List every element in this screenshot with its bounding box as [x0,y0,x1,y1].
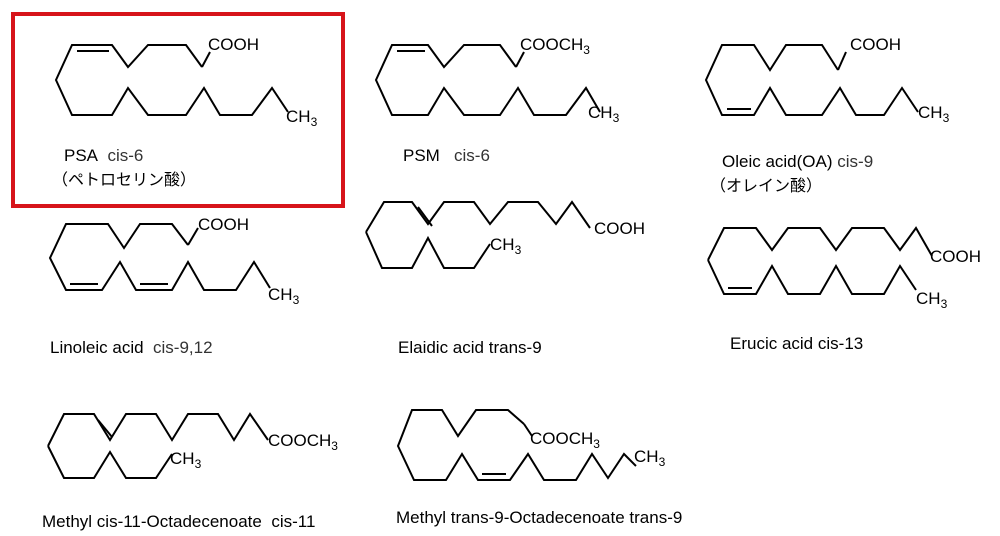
compound-name: Elaidic acid [398,338,484,357]
caption-methyl-cis11: Methyl cis-11-Octadecenoate cis-11 [42,512,315,532]
compound-name: Methyl cis-11-Octadecenoate [42,512,262,531]
carbon-chain-oa [704,44,919,116]
structure-methyl-cis11: COOCH3 CH3 [47,412,338,479]
compound-name: PSA [64,146,99,165]
compound-name: Methyl trans-9-Octadecenoate [396,508,625,527]
structure-psm: COOCH3 CH3 [374,35,620,125]
methyl-group-methyl-cis11: CH3 [170,449,202,471]
compound-name: Oleic acid(OA) [722,152,833,171]
structure-methyl-trans9: COOCH3 CH3 [396,409,666,481]
carbon-chain-linoleic [48,223,271,291]
methyl-group-elaidic: CH3 [490,235,522,257]
functional-group-methyl-cis11: COOCH3 [268,431,338,453]
double-bond-elaidic [417,206,433,227]
methyl-group-oa: CH3 [918,103,950,125]
isomer-label: cis-6 [454,146,490,165]
double-bond-methyl-cis11 [97,419,113,438]
functional-group-erucic: COOH [930,247,981,266]
caption-methyl-trans9: Methyl trans-9-Octadecenoate trans-9 [396,508,682,528]
carbon-chain-psm [374,44,601,116]
isomer-label: trans-9 [488,338,542,357]
functional-group-psm: COOCH3 [520,35,590,57]
isomer-label: cis-13 [817,334,864,353]
functional-group-oa: COOH [850,35,901,54]
functional-group-methyl-trans9: COOCH3 [530,429,600,451]
functional-group-elaidic: COOH [594,219,645,238]
isomer-label: cis-9 [837,152,874,171]
compound-name: Linoleic acid [50,338,144,357]
carbon-chain-methyl-cis11-lower [47,445,173,479]
methyl-group-psa: CH3 [286,107,318,129]
structure-psa: COOH CH3 [54,35,318,129]
caption-psa: PSA cis-6 （ペトロセリン酸） [52,146,196,190]
methyl-group-linoleic: CH3 [268,285,300,307]
caption-elaidic: Elaidic acid trans-9 [398,338,542,358]
carbon-chain-methyl-trans9 [396,409,637,481]
structure-elaidic: COOH CH3 [365,200,645,269]
structure-erucic: COOH CH3 [707,226,981,311]
caption-oa: Oleic acid(OA) cis-9 （オレイン酸） [710,152,874,196]
isomer-label: cis-11 [271,512,316,531]
japanese-name: （オレイン酸） [710,176,823,195]
isomer-label: trans-9 [629,508,683,527]
isomer-label: cis-6 [107,146,144,165]
compound-name: PSM [403,146,440,165]
isomer-label: cis-9,12 [153,338,213,357]
caption-erucic: Erucic acid cis-13 [730,334,863,354]
carbon-chain-erucic-lower [707,259,917,295]
structure-linoleic: COOH CH3 [48,215,300,307]
methyl-group-erucic: CH3 [916,289,948,311]
functional-group-psa: COOH [208,35,259,54]
carbon-chain-elaidic [365,200,591,233]
structure-oa: COOH CH3 [704,35,950,125]
carbon-chain-methyl-cis11 [47,412,269,447]
carbon-chain-psa [54,44,289,116]
caption-linoleic: Linoleic acid cis-9,12 [50,338,213,358]
highlight-box [11,12,345,208]
japanese-name: （ペトロセリン酸） [52,170,197,189]
caption-psm: PSM cis-6 [403,146,490,166]
methyl-group-psm: CH3 [588,103,620,125]
functional-group-linoleic: COOH [198,215,249,234]
compound-name: Erucic acid [730,334,814,353]
methyl-group-methyl-trans9: CH3 [634,447,666,469]
carbon-chain-erucic [707,226,933,261]
carbon-chain-elaidic-lower [365,231,491,269]
